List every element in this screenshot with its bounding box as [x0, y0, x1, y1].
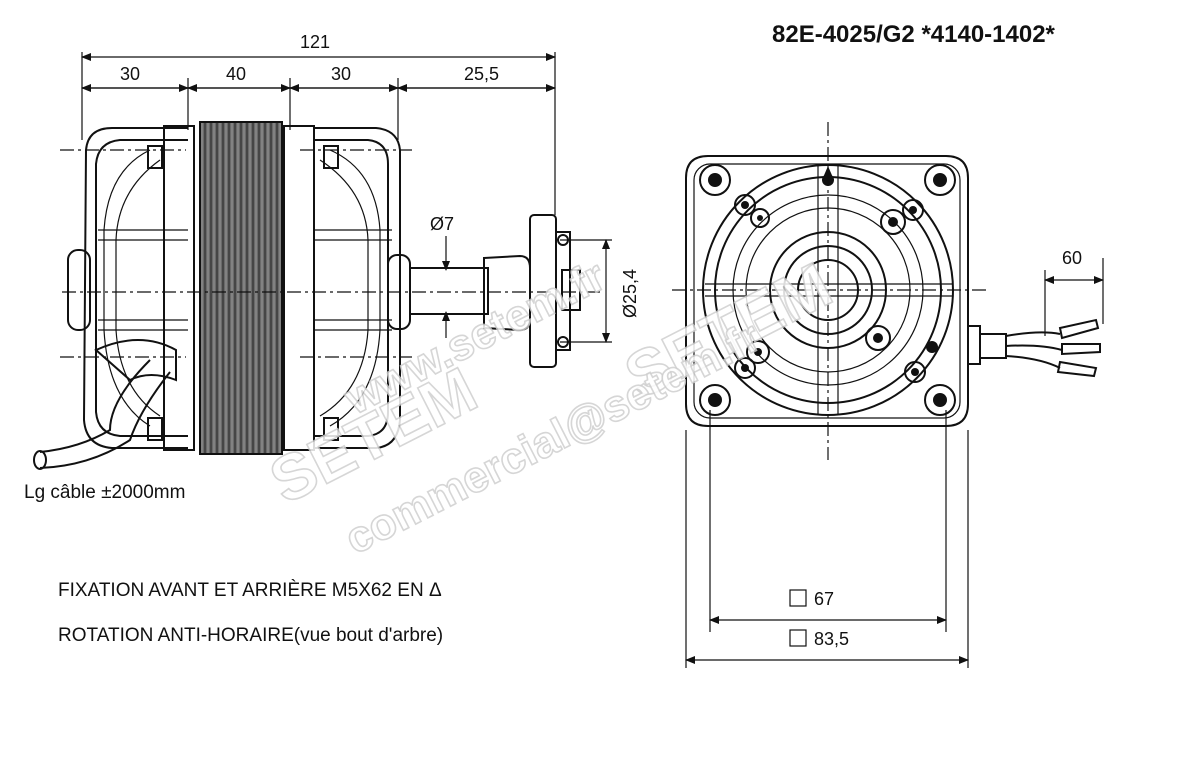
screw-icon	[880, 209, 906, 235]
shaft-diameter-callout: Ø7	[430, 214, 454, 338]
motor-front-view	[672, 122, 1101, 460]
motor-side-view	[33, 121, 600, 470]
corner-bolt-icon	[924, 384, 956, 416]
lead-length-dimension: 60	[1044, 248, 1104, 336]
square-symbol-icon	[789, 629, 807, 647]
lead-length-label: 60	[1062, 248, 1082, 268]
dim-segment-3: 30	[331, 64, 351, 84]
side-view-dimensions: 121 30 40 30 25,5	[81, 32, 556, 215]
square-inner-label: 67	[814, 589, 834, 609]
corner-bolt-icon	[924, 164, 956, 196]
screw-icon	[865, 325, 891, 351]
model-title: 82E-4025/G2 *4140-1402*	[772, 21, 1056, 48]
flange-diameter-callout: Ø25,4	[560, 239, 640, 343]
corner-bolt-icon	[699, 384, 731, 416]
shaft-diameter-label: Ø7	[430, 214, 454, 234]
flange-diameter-label: Ø25,4	[620, 269, 640, 318]
rotation-note: ROTATION ANTI-HORAIRE(vue bout d'arbre)	[58, 625, 443, 646]
screw-icon	[904, 361, 926, 383]
dim-total-length: 121	[300, 32, 330, 52]
screw-icon	[734, 357, 756, 379]
screw-icon	[902, 199, 924, 221]
dim-segment-4: 25,5	[464, 64, 499, 84]
fixing-note: FIXATION AVANT ET ARRIÈRE M5X62 EN Δ	[58, 580, 442, 601]
screw-icon	[746, 340, 770, 364]
watermark: www.setem.fr SETEM SETEM commercial@sete…	[258, 247, 844, 564]
cable-length-label: Lg câble ±2000mm	[24, 482, 185, 503]
dim-segment-2: 40	[226, 64, 246, 84]
square-outer-label: 83,5	[814, 629, 849, 649]
square-symbol-icon	[789, 589, 807, 607]
screw-icon	[734, 194, 756, 216]
corner-bolt-icon	[699, 164, 731, 196]
screw-icon	[750, 208, 770, 228]
dim-segment-1: 30	[120, 64, 140, 84]
square-dimensions: 67 83,5	[685, 410, 969, 668]
